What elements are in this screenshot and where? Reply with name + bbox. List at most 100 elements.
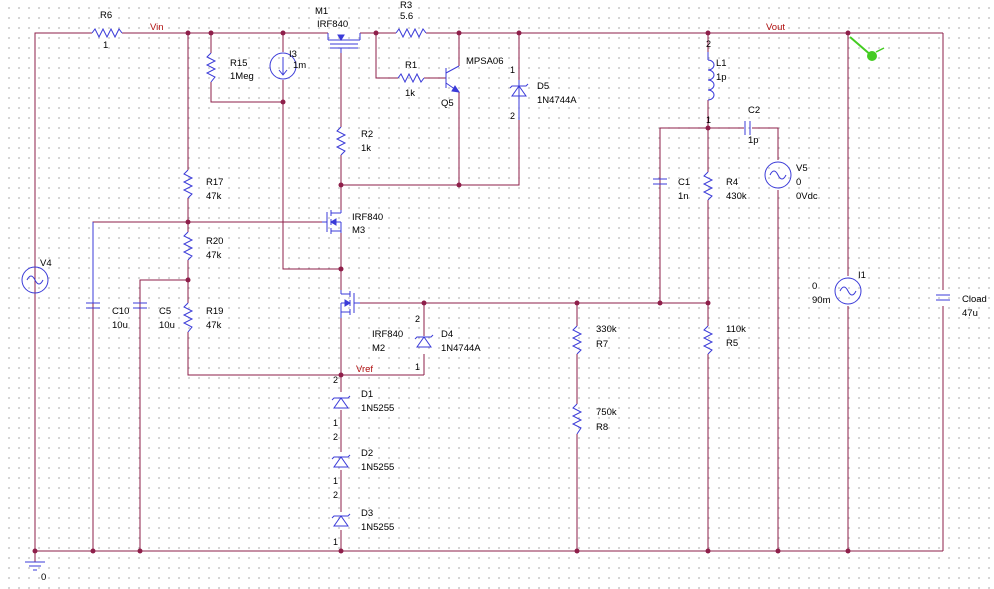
capacitor-c10[interactable]: C10 10u bbox=[86, 222, 129, 331]
r1-ref: R1 bbox=[405, 60, 417, 71]
r19-ref: R19 bbox=[206, 306, 223, 317]
d5-value: 1N4744A bbox=[537, 95, 577, 106]
c1-value: 1n bbox=[678, 191, 689, 202]
resistor-r19[interactable]: R19 47k bbox=[182, 302, 223, 333]
mosfet-m3[interactable]: IRF840 M3 bbox=[322, 210, 383, 236]
r2-ref: R2 bbox=[361, 129, 373, 140]
r8-value: 750k bbox=[596, 407, 617, 418]
d2-ref: D2 bbox=[361, 448, 373, 459]
diode-d3[interactable]: D3 1N5255 2 1 bbox=[331, 490, 394, 547]
bjt-q5[interactable]: MPSA06 Q5 bbox=[441, 56, 504, 109]
d4-pin1: 1 bbox=[415, 362, 420, 372]
mosfet-m1[interactable]: M1 IRF840 bbox=[315, 6, 361, 53]
v4-ref: V4 bbox=[40, 258, 52, 269]
v5-ref: V5 bbox=[796, 163, 808, 174]
d1-pin2: 2 bbox=[333, 375, 338, 385]
r20-value: 47k bbox=[206, 250, 222, 261]
capacitor-cload[interactable]: Cload 47u bbox=[936, 294, 987, 319]
r2-value: 1k bbox=[361, 143, 371, 154]
net-label-vref: Vref bbox=[356, 364, 373, 375]
m1-value: IRF840 bbox=[317, 19, 348, 30]
d4-ref: D4 bbox=[441, 329, 453, 340]
diode-d1[interactable]: D1 1N5255 2 1 bbox=[331, 375, 394, 428]
voltage-source-v5[interactable]: V5 0 0Vdc bbox=[764, 161, 818, 202]
r7-ref: R7 bbox=[596, 339, 608, 350]
d5-pin2: 2 bbox=[510, 111, 515, 121]
c2-value: 1p bbox=[748, 135, 759, 146]
diode-d5[interactable]: D5 1N4744A 1 2 bbox=[509, 65, 577, 121]
d2-pin1: 1 bbox=[333, 476, 338, 486]
r3-ref: R3 bbox=[400, 0, 412, 11]
r8-ref: R8 bbox=[596, 422, 608, 433]
d4-value: 1N4744A bbox=[441, 343, 481, 354]
resistor-r20[interactable]: R20 47k bbox=[182, 231, 223, 261]
m1-ref: M1 bbox=[315, 6, 328, 17]
r4-ref: R4 bbox=[726, 177, 738, 188]
d2-pin2: 2 bbox=[333, 432, 338, 442]
resistor-r1[interactable]: R1 1k bbox=[397, 60, 425, 99]
l1-pin1: 1 bbox=[706, 115, 711, 125]
d4-pin2: 2 bbox=[415, 314, 420, 324]
m2-value: IRF840 bbox=[372, 329, 403, 340]
r1-value: 1k bbox=[405, 88, 415, 99]
c5-ref: C5 bbox=[159, 306, 171, 317]
cload-ref: Cload bbox=[962, 294, 987, 305]
c5-value: 10u bbox=[159, 320, 175, 331]
diode-d4[interactable]: D4 1N4744A 2 1 bbox=[414, 314, 481, 372]
resistor-r8[interactable]: 750k R8 bbox=[571, 403, 617, 435]
ground-icon[interactable]: 0 bbox=[25, 561, 46, 583]
c10-value: 10u bbox=[112, 320, 128, 331]
l1-value: 1p bbox=[716, 72, 727, 83]
i3-value: 1m bbox=[293, 60, 306, 71]
l1-pin2: 2 bbox=[706, 39, 711, 49]
inductor-l1[interactable]: L1 1p 2 1 bbox=[706, 39, 727, 125]
resistor-r3[interactable]: R3 5.6 bbox=[395, 0, 427, 39]
resistor-r2[interactable]: R2 1k bbox=[335, 126, 373, 156]
wires bbox=[34, 32, 944, 562]
r20-ref: R20 bbox=[206, 236, 223, 247]
d3-pin2: 2 bbox=[333, 490, 338, 500]
r6-ref: R6 bbox=[100, 10, 112, 21]
capacitor-c1[interactable]: C1 1n bbox=[653, 177, 690, 202]
r5-value: 110k bbox=[726, 324, 746, 335]
resistor-r4[interactable]: R4 430k bbox=[702, 171, 747, 202]
d1-pin1: 1 bbox=[333, 418, 338, 428]
resistor-r7[interactable]: 330k R7 bbox=[571, 324, 617, 355]
voltage-probe-icon[interactable] bbox=[849, 36, 885, 61]
i1-value: 90m bbox=[812, 295, 831, 306]
d3-pin1: 1 bbox=[333, 537, 338, 547]
r17-value: 47k bbox=[206, 191, 222, 202]
m2-ref: M2 bbox=[372, 343, 385, 354]
net-label-vout: Vout bbox=[766, 22, 785, 33]
r19-value: 47k bbox=[206, 320, 222, 331]
d3-ref: D3 bbox=[361, 508, 373, 519]
r5-ref: R5 bbox=[726, 338, 738, 349]
capacitor-c5[interactable]: C5 10u bbox=[133, 302, 175, 331]
d3-value: 1N5255 bbox=[361, 522, 394, 533]
resistor-r5[interactable]: 110k R5 bbox=[702, 324, 746, 355]
current-source-i3[interactable]: I3 1m bbox=[269, 49, 306, 80]
d1-ref: D1 bbox=[361, 389, 373, 400]
v5-dc: 0Vdc bbox=[796, 191, 818, 202]
capacitor-c2[interactable]: C2 1p bbox=[744, 105, 760, 146]
voltage-source-v4[interactable]: V4 bbox=[21, 258, 52, 294]
resistor-r15[interactable]: R15 1Meg bbox=[205, 52, 254, 83]
r15-ref: R15 bbox=[230, 58, 247, 69]
current-source-i1[interactable]: I1 0 90m bbox=[812, 270, 866, 306]
ground-label: 0 bbox=[41, 572, 46, 583]
r3-value: 5.6 bbox=[400, 11, 413, 22]
i1-dc: 0 bbox=[812, 281, 817, 292]
r4-value: 430k bbox=[726, 191, 747, 202]
i1-ref: I1 bbox=[858, 270, 866, 281]
resistor-r6[interactable]: R6 1 bbox=[91, 10, 123, 51]
i3-ref: I3 bbox=[289, 49, 297, 60]
resistor-r17[interactable]: R17 47k bbox=[182, 169, 223, 202]
diode-d2[interactable]: D2 1N5255 2 1 bbox=[331, 432, 394, 486]
cload-value: 47u bbox=[962, 308, 978, 319]
mosfet-m2[interactable]: IRF840 M2 bbox=[340, 290, 403, 354]
m3-value: IRF840 bbox=[352, 212, 383, 223]
c10-ref: C10 bbox=[112, 306, 129, 317]
d5-ref: D5 bbox=[537, 81, 549, 92]
